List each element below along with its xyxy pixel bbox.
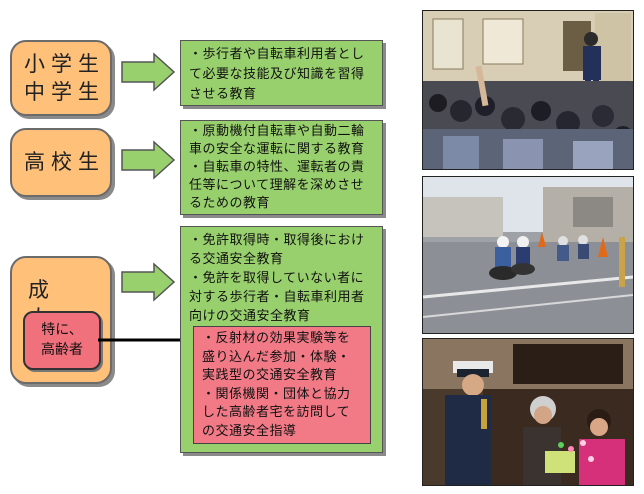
description-line: 任等について理解を深めさせ (189, 178, 365, 193)
motorcycle-course-photo (422, 176, 634, 334)
description-line: ・反射材の効果実験等を (202, 331, 351, 346)
description-line: した高齢者宅を訪問して (202, 405, 351, 420)
arrow-right-icon (121, 140, 176, 180)
category-elderly: 特に、 高齢者 (23, 311, 101, 370)
description-line: ・歩行者や自転車利用者とし (189, 47, 365, 62)
category-students-line2: 中学生 (24, 80, 105, 104)
description-line: 対する歩行者・自転車利用者 (189, 290, 365, 305)
category-high-school-label: 高校生 (24, 150, 105, 174)
category-students-line1: 小学生 (24, 52, 105, 76)
description-line: させる教育 (189, 87, 257, 102)
description-line: る交通安全教育 (189, 252, 284, 267)
description-line: 車の安全な運転に関する教育 (189, 142, 365, 157)
description-students: ・歩行者や自転車利用者とし て必要な技能及び知識を習得 させる教育 (180, 40, 383, 106)
description-line: 実践型の交通安全教育 (202, 368, 338, 383)
description-elderly: ・反射材の効果実験等を 盛り込んだ参加・体験・ 実践型の交通安全教育 ・関係機関… (193, 326, 371, 444)
category-students: 小学生 中学生 (10, 40, 112, 116)
description-line: ・免許取得時・取得後におけ (189, 233, 365, 248)
description-line: ・免許を取得していない者に (189, 271, 365, 286)
category-high-school: 高校生 (10, 128, 112, 197)
description-line: 盛り込んだ参加・体験・ (202, 349, 351, 365)
description-line: の交通安全指導 (202, 423, 297, 439)
category-elderly-line2: 高齢者 (41, 342, 83, 358)
description-line: るための教育 (189, 196, 271, 211)
arrow-right-icon (121, 262, 176, 302)
description-line: ・自転車の特性、運転者の責 (189, 160, 365, 175)
description-line: て必要な技能及び知識を習得 (189, 67, 365, 82)
category-elderly-line1: 特に、 (41, 322, 83, 338)
home-visit-photo (422, 338, 634, 486)
classroom-photo (422, 10, 634, 170)
description-line: 向けの交通安全教育 (189, 309, 311, 324)
description-line: ・原動機付自転車や自動二輪 (189, 124, 365, 139)
description-high-school: ・原動機付自転車や自動二輪 車の安全な運転に関する教育 ・自転車の特性、運転者の… (180, 120, 383, 215)
description-line: ・関係機関・団体と協力 (202, 386, 351, 402)
arrow-right-icon (121, 52, 176, 92)
